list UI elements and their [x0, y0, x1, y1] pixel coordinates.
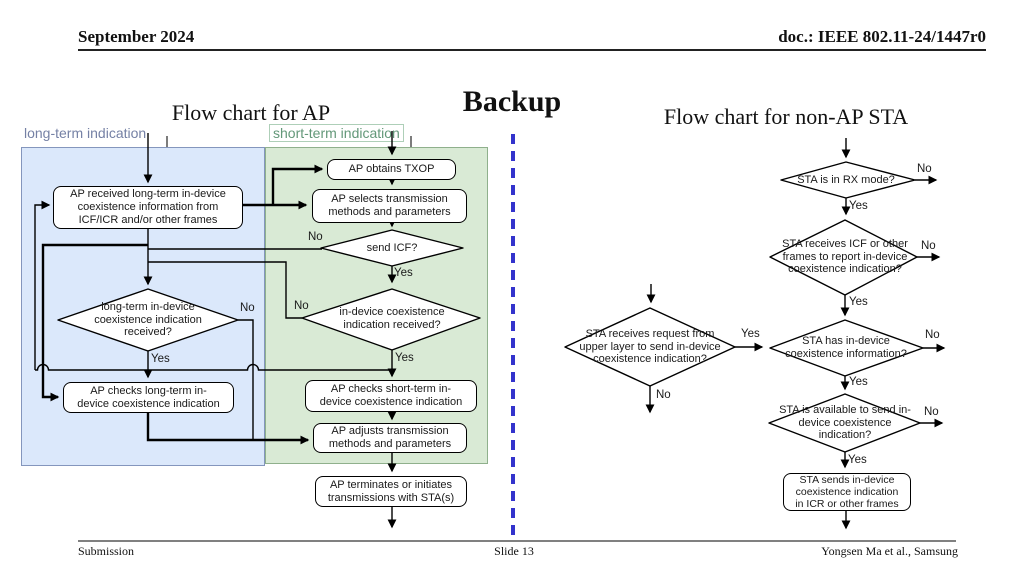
node-ap-terminates: AP terminates or initiates transmissions…	[315, 476, 467, 507]
diamond-text-sta-upper-layer-request: STA receives request from upper layer to…	[579, 327, 721, 366]
diamond-sta-upper-layer-request	[564, 307, 736, 387]
sta-chart-connectors	[645, 138, 946, 530]
node-ap-checks-short-term: AP checks short-term in- device coexiste…	[305, 380, 477, 412]
diamond-sta-receives-icf	[769, 219, 918, 296]
header-date: September 2024	[78, 27, 195, 46]
branch-label-no: No	[924, 406, 939, 418]
footer-authors: Yongsen Ma et al., Samsung	[821, 544, 958, 558]
node-sta-sends-indication: STA sends in-device coexistence indicati…	[783, 473, 911, 511]
diamond-text-sta-available: STA is available to send in- device coex…	[779, 403, 911, 442]
branch-label-no: No	[656, 389, 671, 401]
diamond-sta-available	[768, 393, 921, 453]
header-doc-id: doc.: IEEE 802.11-24/1447r0	[778, 27, 986, 46]
title-ap-chart: Flow chart for AP	[171, 100, 331, 125]
footer-slide-number: Slide 13	[494, 544, 534, 558]
footer-rule	[78, 540, 956, 542]
branch-label-no: No	[240, 302, 255, 314]
diamond-text-sta-receives-icf: STA receives ICF or other frames to repo…	[782, 237, 908, 276]
branch-label-no: No	[925, 329, 940, 341]
branch-label-yes: Yes	[849, 296, 868, 308]
branch-label-yes: Yes	[151, 353, 170, 365]
branch-label-yes: Yes	[395, 352, 414, 364]
header-underline	[78, 49, 986, 51]
branch-label-yes: Yes	[741, 328, 760, 340]
diamond-sta-rx-mode	[780, 161, 916, 199]
diamond-text-sta-rx-mode: STA is in RX mode?	[797, 173, 895, 186]
label-short-term-indication: short-term indication	[269, 124, 404, 142]
branch-label-no: No	[921, 240, 936, 252]
node-ap-selects-methods: AP selects transmission methods and para…	[312, 189, 467, 223]
footer-submission: Submission	[78, 544, 135, 558]
branch-label-yes: Yes	[848, 454, 867, 466]
page-title-backup: Backup	[462, 85, 562, 118]
label-long-term-indication: long-term indication	[24, 125, 147, 141]
node-ap-received-long-term: AP received long-term in-device coexiste…	[53, 186, 243, 229]
branch-label-no: No	[308, 231, 323, 243]
node-ap-adjusts-methods: AP adjusts transmission methods and para…	[313, 423, 467, 453]
title-sta-chart: Flow chart for non-AP STA	[663, 104, 909, 129]
node-ap-obtains-txop: AP obtains TXOP	[327, 159, 456, 180]
branch-label-no: No	[294, 300, 309, 312]
branch-label-yes: Yes	[394, 267, 413, 279]
branch-label-no: No	[917, 163, 932, 175]
diamond-text-sta-has-info: STA has in-device coexistence informatio…	[785, 335, 907, 360]
node-ap-checks-long-term: AP checks long-term in- device coexisten…	[63, 382, 234, 413]
branch-label-yes: Yes	[849, 200, 868, 212]
diamond-sta-has-info	[769, 319, 924, 377]
branch-label-yes: Yes	[849, 376, 868, 388]
